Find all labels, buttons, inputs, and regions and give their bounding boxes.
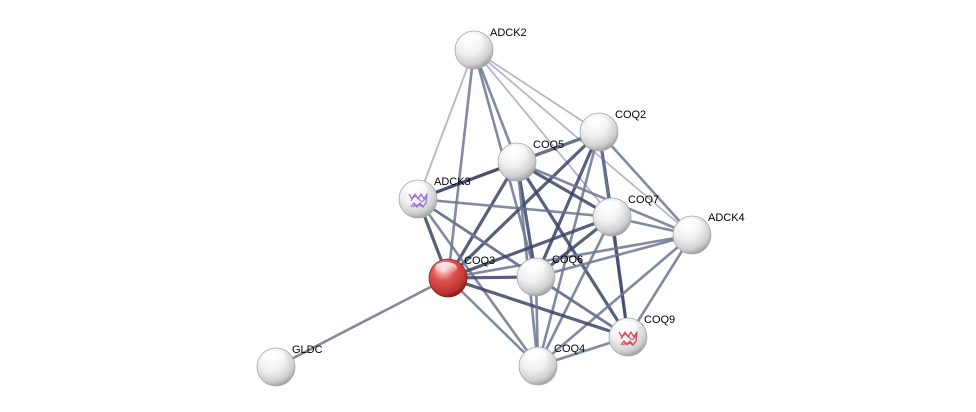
protein-structure-coil bbox=[410, 195, 427, 208]
node-highlight bbox=[461, 34, 483, 46]
node-coq3[interactable]: COQ3 bbox=[428, 255, 495, 298]
node-label: COQ9 bbox=[644, 314, 675, 326]
edge-coq2-adck4[interactable] bbox=[598, 131, 693, 236]
node-label: COQ4 bbox=[554, 343, 585, 355]
node-label: COQ7 bbox=[628, 194, 659, 206]
node-coq4[interactable]: COQ4 bbox=[518, 343, 585, 386]
node-label: GLDC bbox=[292, 344, 323, 356]
node-gldc[interactable]: GLDC bbox=[256, 344, 323, 387]
node-coq5[interactable]: COQ5 bbox=[497, 139, 564, 182]
node-highlight bbox=[525, 350, 547, 362]
node-highlight bbox=[405, 183, 427, 195]
node-coq2[interactable]: COQ2 bbox=[579, 109, 646, 152]
edge-coq5-adck4[interactable] bbox=[516, 160, 693, 237]
edge-adck2-coq2[interactable] bbox=[473, 49, 600, 133]
node-label: COQ6 bbox=[552, 254, 583, 266]
node-label: ADCK4 bbox=[708, 212, 745, 224]
edge-coq3-coq9[interactable] bbox=[447, 276, 629, 339]
edge-adck4-coq4[interactable] bbox=[537, 234, 693, 367]
edge-coq7-coq9[interactable] bbox=[610, 216, 630, 338]
edge-coq3-coq4[interactable] bbox=[447, 277, 539, 367]
node-highlight bbox=[263, 351, 285, 363]
node-label: ADCK3 bbox=[434, 176, 471, 188]
edge-adck4-coq3[interactable] bbox=[447, 233, 693, 280]
node-highlight bbox=[504, 146, 526, 158]
edge-adck4-coq9[interactable] bbox=[626, 234, 694, 338]
node-highlight bbox=[435, 262, 457, 274]
node-label: COQ5 bbox=[533, 139, 564, 151]
edge-adck2-coq7[interactable] bbox=[473, 49, 613, 218]
node-highlight bbox=[586, 116, 608, 128]
edge-adck2-coq5[interactable] bbox=[472, 49, 519, 163]
node-coq7[interactable]: COQ7 bbox=[592, 194, 659, 237]
node-highlight bbox=[679, 219, 701, 231]
node-label: COQ3 bbox=[464, 255, 495, 267]
node-highlight bbox=[615, 321, 637, 333]
edge-adck2-coq3[interactable] bbox=[446, 49, 476, 279]
node-adck4[interactable]: ADCK4 bbox=[672, 212, 745, 255]
node-label: ADCK2 bbox=[490, 27, 527, 39]
node-label: COQ2 bbox=[615, 109, 646, 121]
edge-coq2-coq4[interactable] bbox=[536, 131, 601, 367]
edge-adck3-coq7[interactable] bbox=[417, 197, 613, 219]
edge-adck3-coq4[interactable] bbox=[416, 198, 540, 367]
edge-adck2-adck3[interactable] bbox=[417, 49, 475, 200]
edge-coq3-gldc[interactable] bbox=[275, 276, 449, 369]
edge-adck4-coq6[interactable] bbox=[535, 233, 693, 279]
node-adck3[interactable]: ADCK3 bbox=[398, 176, 471, 219]
edge-coq7-coq3[interactable] bbox=[447, 215, 613, 280]
protein-structure-coil bbox=[620, 333, 637, 346]
node-coq6[interactable]: COQ6 bbox=[516, 254, 583, 297]
node-adck2[interactable]: ADCK2 bbox=[454, 27, 527, 70]
edge-coq7-coq4[interactable] bbox=[536, 216, 614, 367]
node-highlight bbox=[523, 261, 545, 273]
node-highlight bbox=[599, 201, 621, 213]
node-coq9[interactable]: COQ9 bbox=[608, 314, 675, 357]
edge-coq2-coq6[interactable] bbox=[534, 131, 601, 278]
